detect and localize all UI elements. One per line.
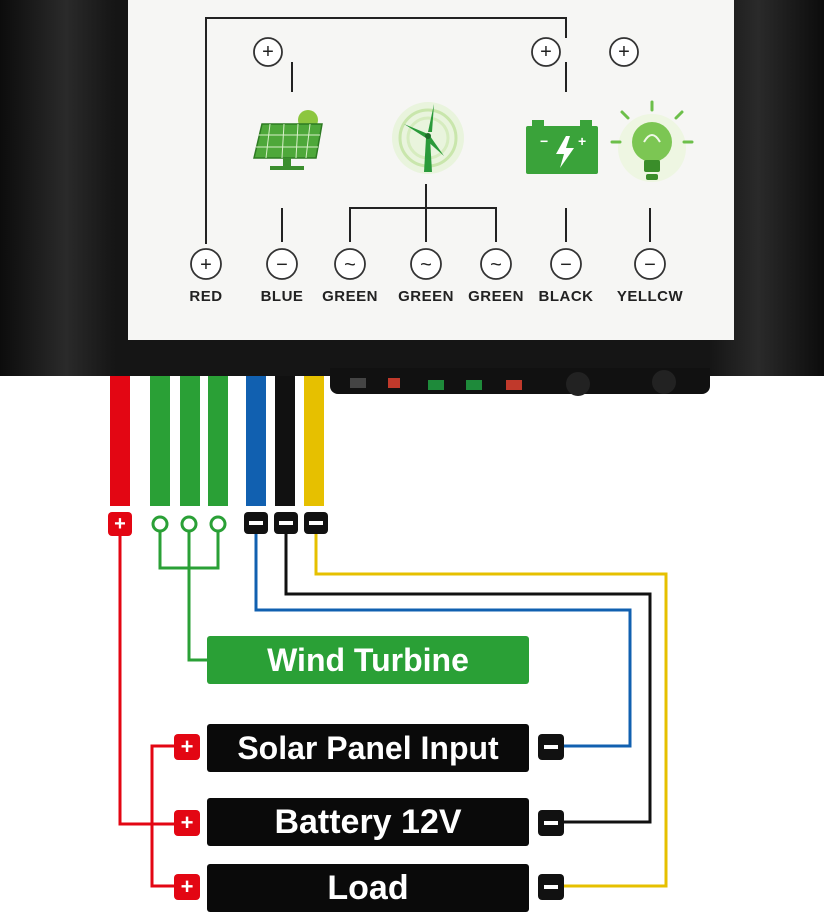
battery-minus-marker: [538, 810, 564, 836]
terminal-sign: −: [276, 254, 288, 276]
plus-sign-battery: +: [540, 41, 552, 63]
terminal-7: −: [634, 248, 666, 280]
solar-minus-marker: [538, 734, 564, 760]
terminal-2: −: [266, 248, 298, 280]
battery-icon: − +: [526, 120, 598, 174]
terminal-3: ~: [334, 248, 366, 280]
label-markers: + + +: [174, 734, 564, 900]
svg-text:+: +: [578, 133, 586, 149]
terminal-sign: ~: [490, 254, 502, 276]
svg-text:+: +: [181, 734, 194, 759]
plus-circle-load: +: [609, 37, 639, 67]
solar-panel-input-label: Solar Panel Input: [207, 724, 529, 772]
terminal-sign: ~: [420, 254, 432, 276]
svg-text:+: +: [181, 874, 194, 899]
black-wire: [284, 532, 652, 824]
green-cable-3: [208, 376, 228, 506]
cable-stubs: [110, 376, 324, 506]
terminal-5: ~: [480, 248, 512, 280]
terminal-circle: [334, 248, 366, 280]
terminal-label-black: BLACK: [538, 288, 594, 305]
load-minus-marker: [538, 874, 564, 900]
black-cable: [275, 376, 295, 506]
terminal-4: ~: [410, 248, 442, 280]
plus-circle-solar: +: [253, 37, 283, 67]
blue-wire: [254, 532, 632, 748]
top-plus-terminals: + + +: [253, 37, 639, 67]
plus-sign-load: +: [618, 41, 630, 63]
terminal-label-green: GREEN: [322, 288, 378, 305]
terminal-sign: +: [200, 254, 212, 276]
connector-pins: [350, 370, 676, 396]
terminal-circle: [410, 248, 442, 280]
terminal-1: +: [190, 248, 222, 280]
svg-text:+: +: [114, 513, 126, 535]
plus-circle-battery: +: [531, 37, 561, 67]
yellow-minus-connector: [304, 512, 328, 534]
green-cable-1: [150, 376, 170, 506]
battery-plus-marker: +: [174, 810, 200, 836]
terminal-label-yellcw: YELLCW: [616, 288, 684, 305]
terminal-circle: [190, 248, 222, 280]
solar-panel-icon: [253, 110, 323, 170]
red-cable: [110, 376, 130, 506]
terminal-label-green: GREEN: [398, 288, 454, 305]
terminal-circle: [550, 248, 582, 280]
load-label: Load: [207, 864, 529, 912]
terminal-label-red: RED: [189, 288, 223, 305]
blue-cable: [246, 376, 266, 506]
wind-turbine-label: Wind Turbine: [207, 636, 529, 684]
red-plus-connector: +: [108, 512, 132, 536]
terminal-6: −: [550, 248, 582, 280]
battery-label: Battery 12V: [207, 798, 529, 846]
svg-text:−: −: [540, 133, 548, 149]
green-wire: [158, 532, 220, 662]
terminal-sign: ~: [344, 254, 356, 276]
green-ring-1: [151, 515, 169, 533]
red-wire: [118, 536, 176, 888]
light-bulb-icon: [610, 100, 694, 182]
terminal-circle: [266, 248, 298, 280]
blue-minus-connector: [244, 512, 268, 534]
wind-turbine-icon: [392, 102, 464, 174]
terminal-circle: [634, 248, 666, 280]
load-plus-marker: +: [174, 874, 200, 900]
plus-sign-solar: +: [262, 41, 274, 63]
terminal-circle: [480, 248, 512, 280]
yellow-wire: [314, 532, 668, 888]
yellow-cable: [304, 376, 324, 506]
solar-plus-marker: +: [174, 734, 200, 760]
green-ring-2: [180, 515, 198, 533]
cable-connectors: +: [108, 512, 328, 536]
terminal-label-blue: BLUE: [260, 288, 304, 305]
faceplate-lines: [205, 17, 651, 244]
terminal-label-green: GREEN: [468, 288, 524, 305]
black-minus-connector: [274, 512, 298, 534]
green-ring-3: [209, 515, 227, 533]
svg-text:+: +: [181, 810, 194, 835]
green-cable-2: [180, 376, 200, 506]
terminal-sign: −: [644, 254, 656, 276]
terminal-row: + − ~ ~ ~ − −: [190, 248, 666, 280]
terminal-sign: −: [560, 254, 572, 276]
